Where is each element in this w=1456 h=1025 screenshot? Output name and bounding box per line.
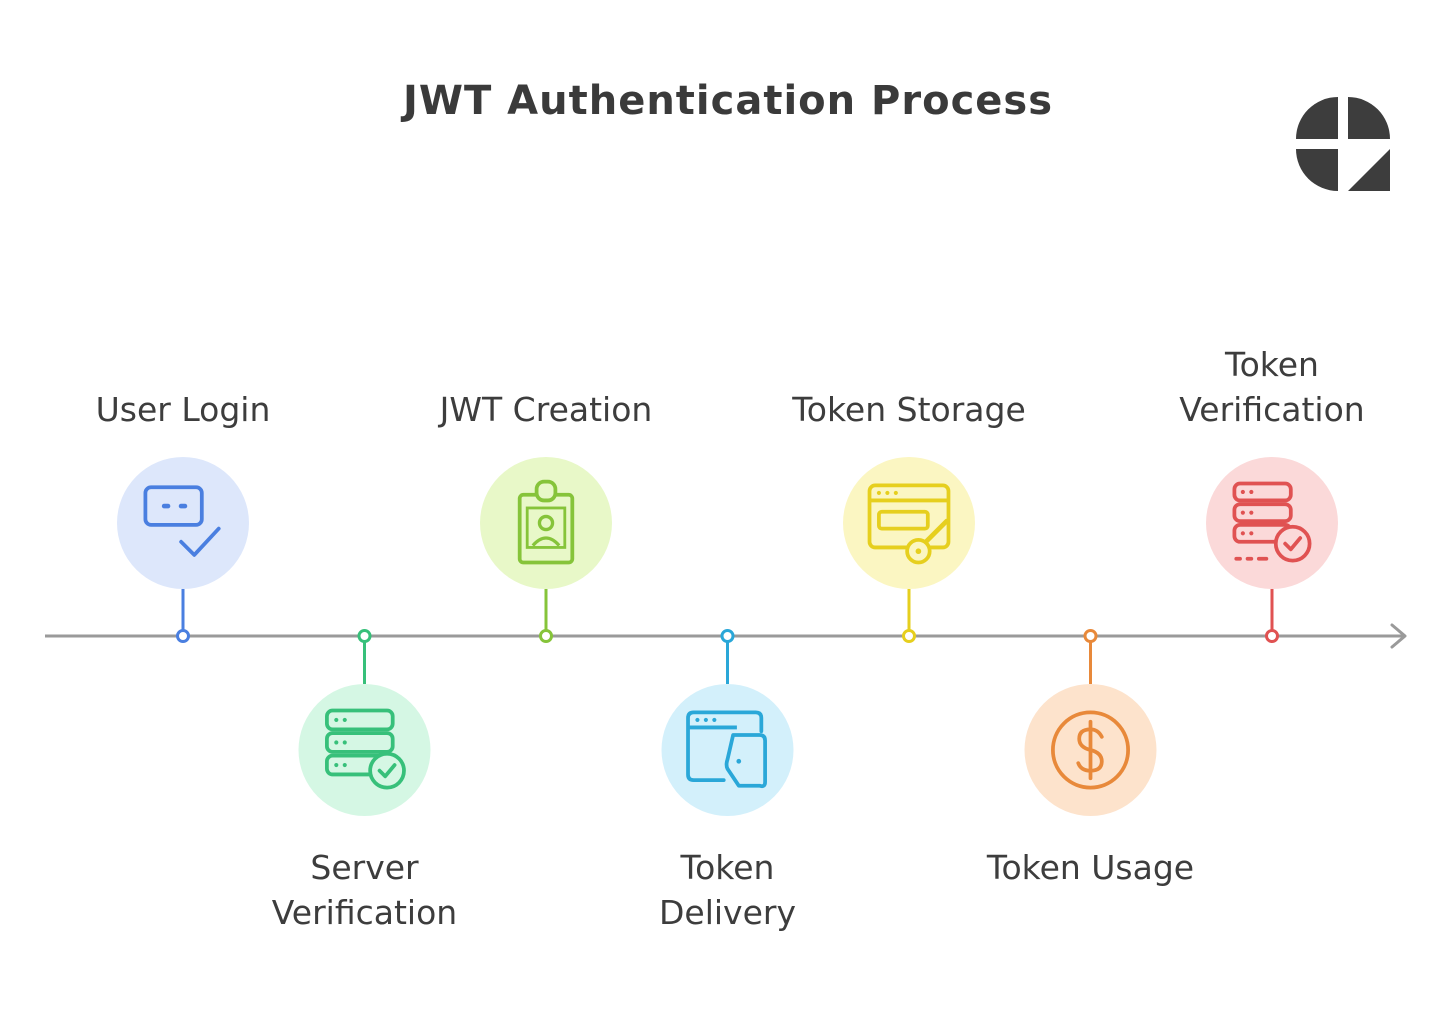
browser-tag-icon bbox=[686, 710, 767, 789]
step-icon-circle bbox=[843, 457, 975, 589]
timeline-step bbox=[480, 457, 612, 643]
step-label-line: Server bbox=[310, 848, 419, 887]
step-label-line: Token bbox=[1225, 345, 1319, 384]
logo-icon bbox=[1296, 97, 1390, 191]
step-label-line: Delivery bbox=[659, 893, 796, 932]
timeline-arrowhead bbox=[1390, 623, 1407, 649]
login-chat-check-icon bbox=[143, 485, 221, 557]
step-node bbox=[1083, 629, 1098, 643]
step-node bbox=[720, 629, 735, 643]
diagram-title: JWT Authentication Process bbox=[402, 78, 1054, 124]
step-label-line: Verification bbox=[1179, 390, 1365, 429]
step-icon-circle bbox=[117, 457, 249, 589]
database-check-icon bbox=[1232, 481, 1312, 563]
step-node bbox=[176, 629, 190, 643]
timeline-step bbox=[661, 629, 794, 816]
step-node bbox=[357, 629, 372, 643]
step-label-line: Token bbox=[680, 848, 775, 887]
server-check-icon bbox=[325, 708, 406, 790]
step-label-line: User Login bbox=[95, 390, 271, 429]
step-label-line: Token Storage bbox=[792, 390, 1026, 429]
step-label: Token Usage bbox=[941, 845, 1241, 890]
step-label-line: Verification bbox=[271, 893, 458, 932]
step-label: JWT Creation bbox=[396, 387, 696, 432]
step-icon-circle bbox=[661, 684, 794, 816]
timeline-step bbox=[117, 457, 249, 643]
id-badge-icon bbox=[517, 479, 575, 565]
step-label-line: Token Usage bbox=[986, 848, 1195, 887]
step-node bbox=[1265, 629, 1279, 643]
timeline-step bbox=[843, 457, 975, 643]
timeline-step bbox=[1206, 457, 1338, 643]
step-label-line: JWT Creation bbox=[439, 390, 653, 429]
step-icon-circle bbox=[480, 457, 612, 589]
timeline-step bbox=[298, 629, 431, 816]
step-label: User Login bbox=[33, 387, 333, 432]
timeline-step bbox=[1024, 629, 1157, 816]
dollar-coin-icon bbox=[1051, 710, 1130, 790]
step-node bbox=[539, 629, 553, 643]
step-node bbox=[902, 629, 916, 643]
step-label: Token Storage bbox=[759, 387, 1059, 432]
step-icon-circle bbox=[298, 684, 431, 816]
browser-key-icon bbox=[867, 483, 951, 565]
